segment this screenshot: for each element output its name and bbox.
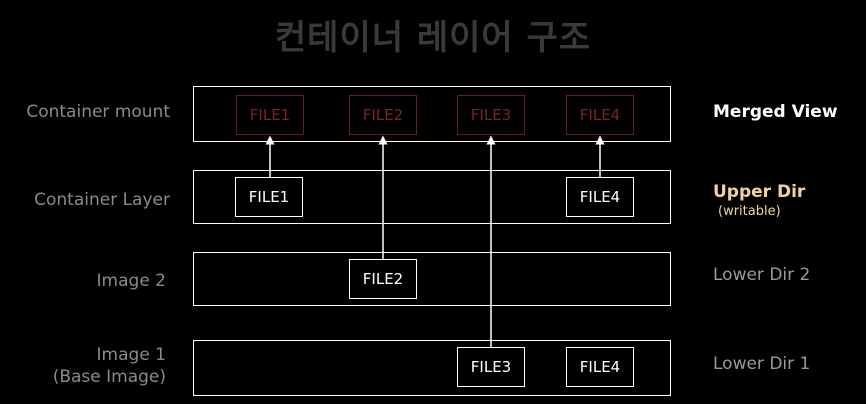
label-merged-view: Merged View	[713, 102, 838, 122]
label-image-2: Image 2	[96, 271, 166, 291]
layer-merged	[193, 86, 671, 142]
layer-image-1	[193, 340, 671, 396]
label-image-1: Image 1	[96, 345, 166, 365]
layer-container	[193, 170, 671, 224]
label-base-image: (Base Image)	[52, 367, 166, 387]
label-lower-dir-2: Lower Dir 2	[713, 265, 811, 285]
container-file-1: FILE1	[235, 177, 303, 217]
merged-file-4: FILE4	[566, 95, 634, 135]
image1-file-4: FILE4	[566, 347, 634, 387]
layer-image-2	[193, 252, 671, 306]
image1-file-3: FILE3	[457, 347, 525, 387]
label-writable: (writable)	[718, 204, 781, 219]
image2-file-2: FILE2	[349, 259, 417, 299]
merged-file-2: FILE2	[349, 95, 417, 135]
diagram-title: 컨테이너 레이어 구조	[274, 18, 592, 58]
label-container-mount: Container mount	[26, 102, 170, 122]
container-file-4: FILE4	[566, 177, 634, 217]
merged-file-3: FILE3	[457, 95, 525, 135]
label-lower-dir-1: Lower Dir 1	[713, 354, 811, 374]
label-container-layer: Container Layer	[34, 190, 170, 210]
label-upper-dir: Upper Dir	[713, 182, 806, 202]
merged-file-1: FILE1	[236, 95, 304, 135]
